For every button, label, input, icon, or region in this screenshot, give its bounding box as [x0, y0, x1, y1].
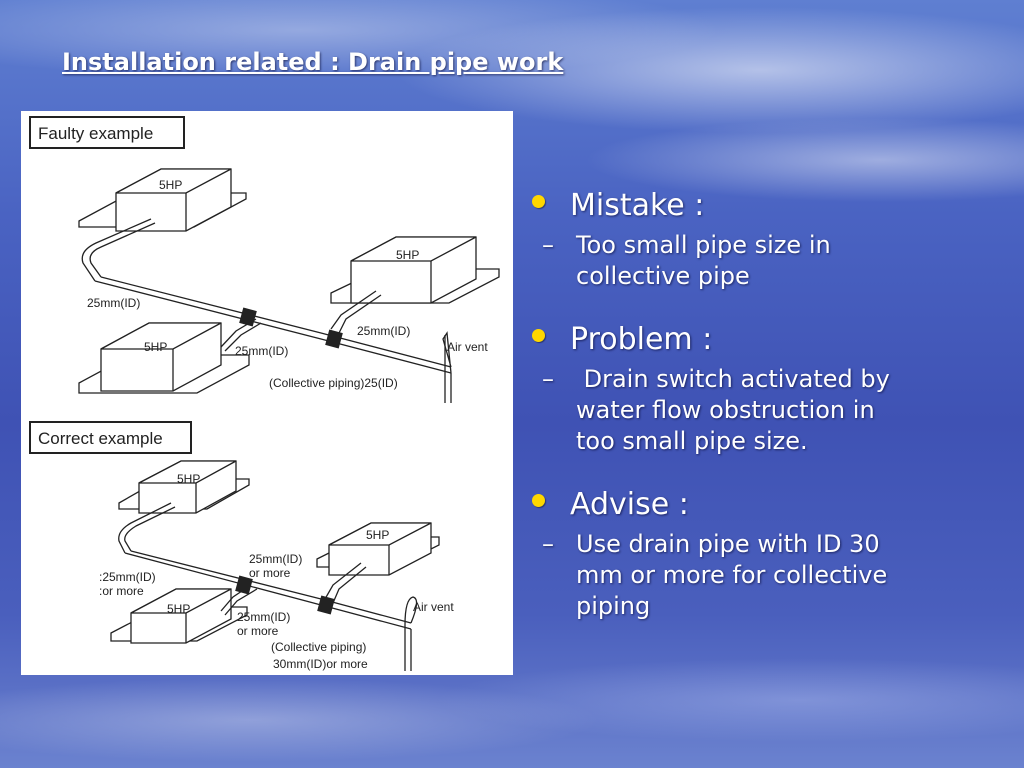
- faulty-pipe-mid-label: 25mm(ID): [235, 344, 288, 358]
- sub-bullet-line: collective pipe: [576, 262, 750, 290]
- correct-label: Correct example: [38, 429, 163, 448]
- drain-pipe-diagram: Faulty example 5HP 5HP 5HP: [21, 111, 513, 675]
- bullet-item: Advise :: [532, 485, 1002, 525]
- faulty-pipe-left-label: 25mm(ID): [87, 296, 140, 310]
- unit-left-faulty-label: 5HP: [144, 340, 167, 354]
- bullet-dot: [532, 494, 545, 507]
- bullet-dot: [532, 195, 545, 208]
- unit-right-faulty: [330, 236, 500, 304]
- sub-bullet-line: too small pipe size.: [576, 427, 808, 455]
- bullet-item: Mistake :: [532, 186, 1002, 226]
- sub-bullet-line: Use drain pipe with ID 30: [576, 530, 880, 558]
- unit-top-correct: [118, 460, 250, 514]
- unit-right-correct: [316, 522, 440, 576]
- bullet-dot: [532, 329, 545, 342]
- faulty-pipes: [81, 218, 452, 403]
- faulty-label: Faulty example: [38, 124, 153, 143]
- correct-pipe-mid-label-2: or more: [237, 624, 279, 638]
- correct-pipe-left-label-2: :or more: [99, 584, 144, 598]
- bullet-heading: Problem :: [570, 322, 713, 357]
- sub-bullet-line: Drain switch activated by: [576, 365, 890, 393]
- unit-left-correct-label: 5HP: [167, 602, 190, 616]
- sub-bullet-line: water flow obstruction in: [576, 396, 875, 424]
- faulty-pipe-right-label: 25mm(ID): [357, 324, 410, 338]
- dash-marker: –: [542, 231, 554, 259]
- unit-left-correct: [110, 588, 248, 644]
- sub-bullet-line: mm or more for collective: [576, 561, 888, 589]
- faulty-fittings: [239, 307, 343, 349]
- sub-bullet: – Use drain pipe with ID 30 mm or more f…: [532, 529, 1002, 622]
- correct-fittings: [235, 575, 335, 615]
- slide-title: Installation related : Drain pipe work: [62, 48, 564, 76]
- bullet-item: Problem :: [532, 320, 1002, 360]
- unit-right-correct-label: 5HP: [366, 528, 389, 542]
- correct-pipe-right-label-1: 25mm(ID): [249, 552, 302, 566]
- bullet-heading: Advise :: [570, 487, 689, 522]
- unit-top-correct-label: 5HP: [177, 472, 200, 486]
- correct-label-box: [29, 421, 192, 454]
- correct-pipe-right-label-2: or more: [249, 566, 291, 580]
- correct-collective-label-2: 30mm(ID)or more: [273, 657, 368, 671]
- bullet-mistake: Mistake : – Too small pipe size in colle…: [532, 186, 1002, 292]
- unit-top-faulty: [78, 168, 247, 232]
- bullet-list: Mistake : – Too small pipe size in colle…: [532, 186, 1002, 650]
- sub-bullet: – Too small pipe size in collective pipe: [532, 230, 1002, 292]
- unit-right-faulty-label: 5HP: [396, 248, 419, 262]
- bullet-advise: Advise : – Use drain pipe with ID 30 mm …: [532, 485, 1002, 622]
- diagram-svg: Faulty example 5HP 5HP 5HP: [29, 116, 500, 671]
- sub-bullet-line: Too small pipe size in: [576, 231, 831, 259]
- unit-top-faulty-label: 5HP: [159, 178, 182, 192]
- dash-marker: –: [542, 365, 554, 393]
- sub-bullet-line: piping: [576, 592, 651, 620]
- correct-collective-label-1: (Collective piping): [271, 640, 366, 654]
- correct-air-vent-label: Air vent: [413, 600, 454, 614]
- faulty-label-box: [29, 116, 185, 149]
- dash-marker: –: [542, 530, 554, 558]
- unit-left-faulty: [78, 322, 250, 394]
- sub-bullet: – Drain switch activated by water flow o…: [532, 364, 1002, 457]
- faulty-air-vent-label: Air vent: [447, 340, 488, 354]
- correct-pipe-mid-label-1: 25mm(ID): [237, 610, 290, 624]
- bullet-problem: Problem : – Drain switch activated by wa…: [532, 320, 1002, 457]
- correct-pipe-left-label-1: :25mm(ID): [99, 570, 156, 584]
- bullet-heading: Mistake :: [570, 188, 705, 223]
- faulty-collective-label: (Collective piping)25(ID): [269, 376, 398, 390]
